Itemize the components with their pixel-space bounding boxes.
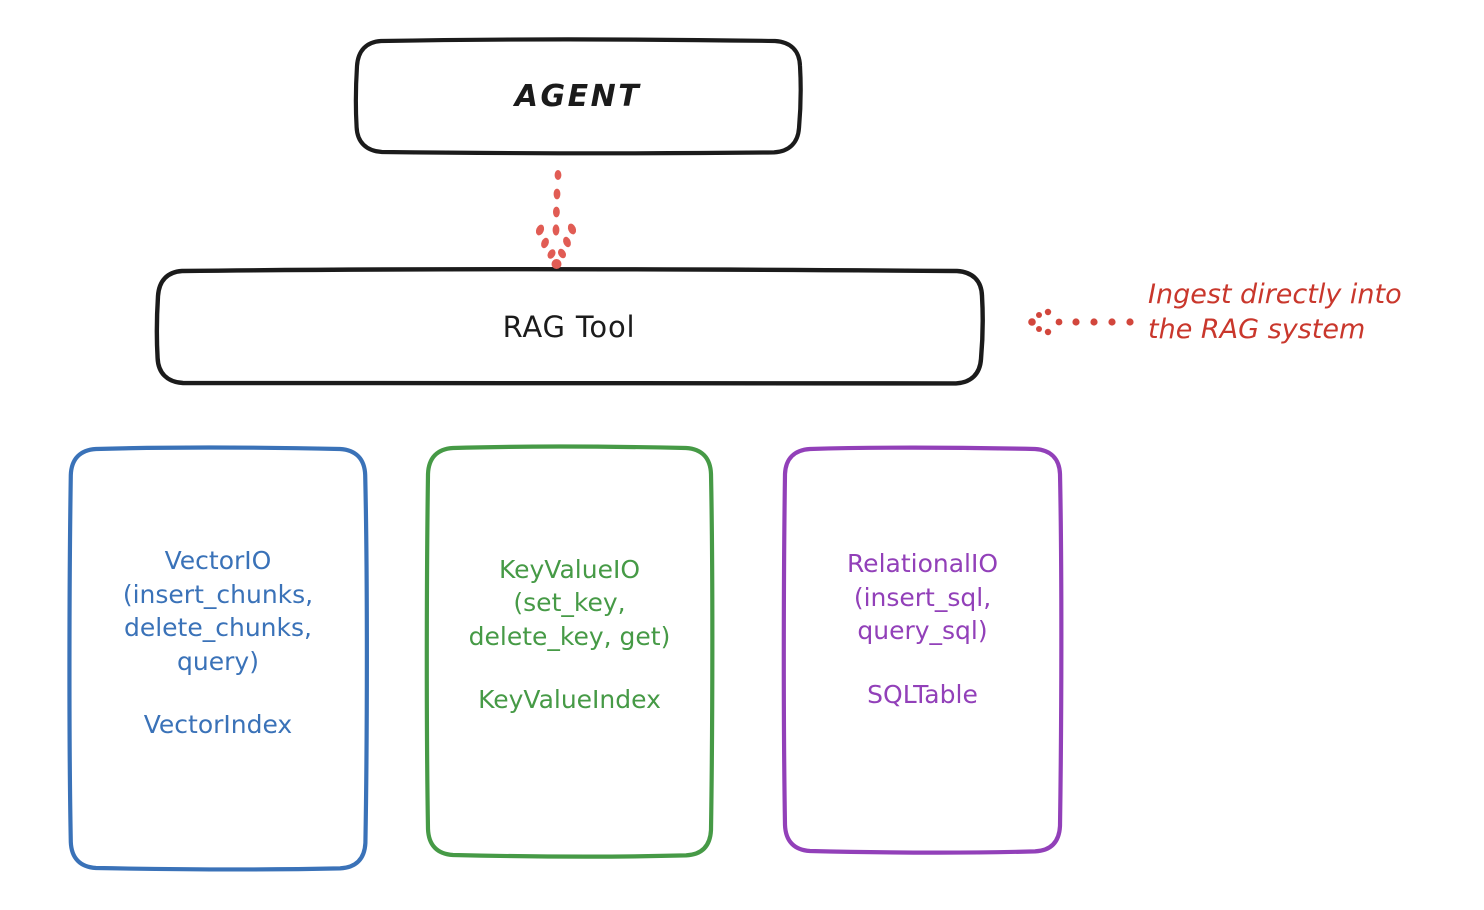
node-relational-io-content: RelationalIO (insert_sql, query_sql) SQL… bbox=[837, 547, 1008, 711]
node-vector-io-api-label: VectorIO (insert_chunks, delete_chunks, … bbox=[122, 546, 314, 676]
node-key-value-io-content: KeyValueIO (set_key, delete_key, get) Ke… bbox=[459, 553, 681, 717]
key-value-io-box-outline bbox=[424, 444, 715, 859]
node-vector-io-index-label: VectorIndex bbox=[143, 710, 293, 740]
relational-io-box-outline bbox=[781, 445, 1064, 855]
node-key-value-io-api-label: KeyValueIO (set_key, delete_key, get) bbox=[468, 554, 671, 651]
node-agent-label: AGENT bbox=[514, 79, 642, 114]
node-vector-io-content: VectorIO (insert_chunks, delete_chunks, … bbox=[113, 544, 323, 742]
agent-box-outline bbox=[353, 37, 803, 156]
node-agent[interactable]: AGENT bbox=[356, 40, 800, 153]
node-key-value-io-index-label: KeyValueIndex bbox=[478, 685, 661, 714]
rag-tool-box-outline bbox=[154, 267, 985, 387]
node-relational-io[interactable]: RelationalIO (insert_sql, query_sql) SQL… bbox=[785, 448, 1060, 854]
vector-io-box-outline bbox=[67, 445, 369, 872]
node-rag-tool-label: RAG Tool bbox=[502, 310, 636, 344]
node-key-value-io[interactable]: KeyValueIO (set_key, delete_key, get) Ke… bbox=[428, 447, 711, 858]
node-rag-tool[interactable]: RAG Tool bbox=[156, 270, 982, 384]
node-relational-io-api-label: RelationalIO (insert_sql, query_sql) bbox=[846, 549, 999, 645]
ingest-annotation-label: Ingest directly into the RAG system bbox=[1148, 279, 1402, 345]
node-vector-io[interactable]: VectorIO (insert_chunks, delete_chunks, … bbox=[70, 448, 366, 870]
agent-to-rag-connector bbox=[535, 170, 577, 269]
node-relational-io-index-label: SQLTable bbox=[867, 679, 978, 709]
annotation-to-rag-connector bbox=[1028, 308, 1134, 336]
